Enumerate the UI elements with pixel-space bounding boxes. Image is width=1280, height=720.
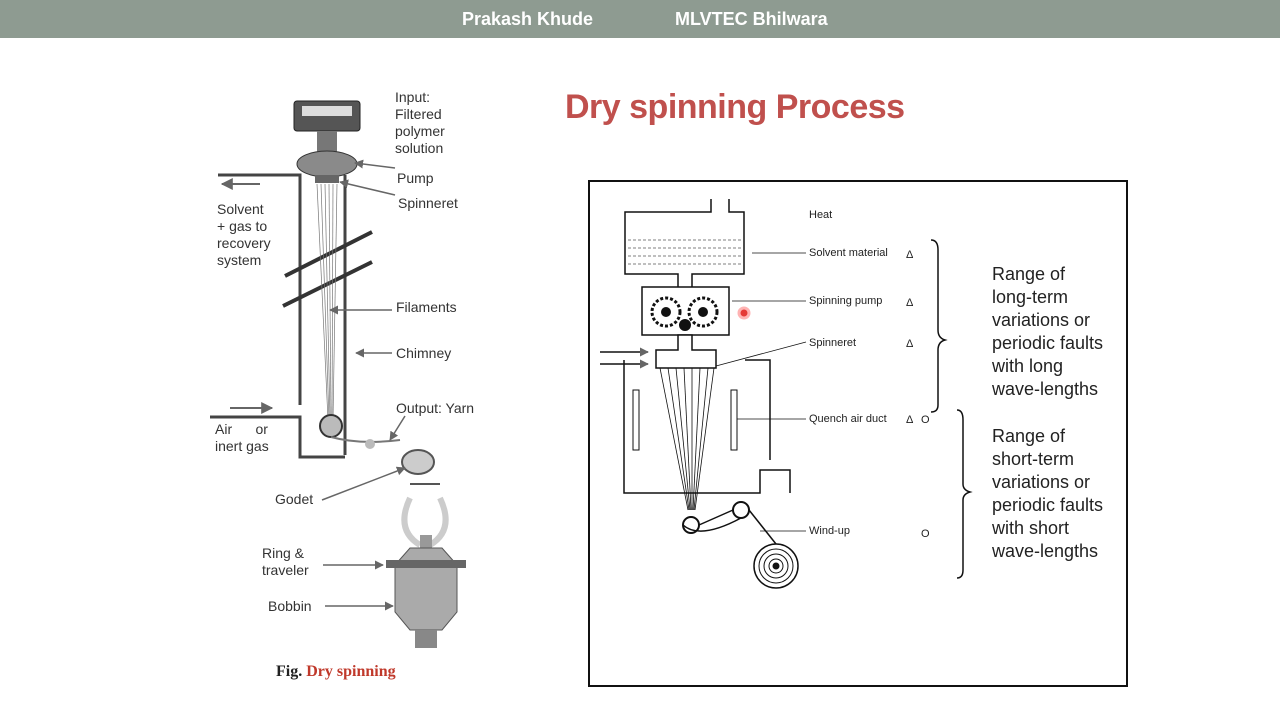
spinning-pump-label: Spinning pump: [809, 295, 882, 307]
author-name: Prakash Khude: [462, 9, 594, 29]
laser-pointer-dot: [737, 306, 751, 320]
windup-label: Wind-up: [809, 525, 850, 537]
output-label: Output: Yarn: [396, 400, 474, 416]
chimney-label: Chimney: [396, 345, 451, 361]
filament-bundle: [659, 367, 715, 511]
bobbin-shape: [386, 535, 466, 648]
godet-shape: [401, 449, 435, 475]
long-range-brace: [930, 239, 948, 413]
solvent-tank: [624, 199, 745, 287]
spinneret-label: Spinneret: [398, 195, 458, 211]
process-schematic: Heat Solvent material Spinning pump Spin…: [588, 180, 1128, 687]
spinneret-shape: [655, 334, 717, 369]
filaments: [316, 183, 338, 421]
institution-name: MLVTEC Bhilwara: [675, 9, 828, 29]
figure-caption: Fig. Dry spinning: [276, 663, 396, 680]
triangle-marker: Δ: [906, 249, 914, 261]
pump-label: Pump: [397, 170, 434, 186]
triangle-marker: Δ: [906, 338, 914, 350]
quench-chamber: [623, 359, 791, 494]
short-range-brace: [956, 409, 973, 579]
circle-marker: O: [921, 528, 930, 540]
triangle-marker: Δ: [906, 297, 914, 309]
quench-label: Quench air duct: [809, 413, 887, 425]
bobbin-label: Bobbin: [268, 598, 312, 614]
spinneret-label-right: Spinneret: [809, 337, 856, 349]
ring-traveler-label: Ring &traveler: [262, 545, 309, 578]
slide-title: Dry spinning Process: [565, 88, 905, 126]
heat-label: Heat: [809, 209, 832, 221]
schematic-frame: [588, 180, 1128, 687]
filaments-label: Filaments: [396, 299, 457, 315]
pump-shape: [296, 150, 358, 178]
circle-marker: O: [921, 414, 930, 426]
solvent-material-label: Solvent material: [809, 247, 888, 259]
triangle-marker: Δ: [906, 414, 914, 426]
godet-label: Godet: [275, 491, 313, 507]
header-bar: Prakash Khude MLVTEC Bhilwara: [0, 0, 1280, 38]
chimney-walls: [210, 173, 347, 459]
